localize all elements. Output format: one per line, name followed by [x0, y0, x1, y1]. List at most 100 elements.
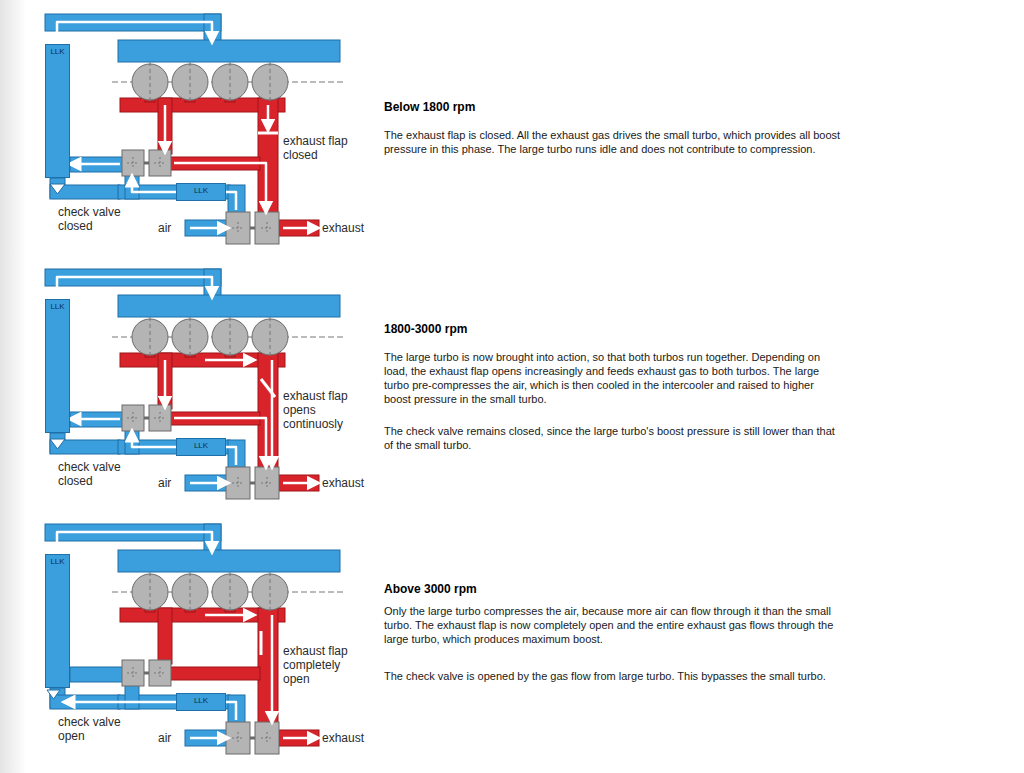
cylinder-axis	[150, 572, 151, 612]
exhaust-outlet-pipe	[279, 475, 319, 491]
intercooler-box: LLK	[176, 183, 226, 201]
intake-manifold	[118, 550, 340, 572]
flow-arrow	[271, 360, 274, 463]
flow-label: exhaust	[322, 731, 364, 745]
flow-arrow	[267, 105, 270, 126]
exhaust-pipe	[158, 608, 172, 664]
exhaust-pipe	[258, 608, 278, 725]
description-text: Only the large turbo compresses the air,…	[384, 604, 842, 646]
flow-arrow	[174, 163, 266, 208]
turbo-mark	[267, 222, 268, 234]
intercooler-box: LLK	[176, 693, 226, 711]
flow-arrow	[164, 360, 167, 403]
exhaust-outlet-pipe	[279, 730, 319, 746]
air-inlet-pipe	[185, 730, 230, 746]
section-heading: Above 3000 rpm	[384, 582, 477, 596]
turbo-mark	[267, 732, 268, 744]
flap-label: exhaust flap opens continuosly	[283, 389, 363, 431]
turbo-shaft	[144, 162, 149, 165]
flow-arrow	[271, 615, 274, 718]
cylinder-axis	[270, 317, 271, 357]
turbo-mark	[160, 412, 161, 424]
intercooler-box: LLK	[45, 299, 70, 433]
intake-manifold	[118, 40, 340, 62]
exhaust-pipe	[168, 667, 260, 680]
intercooler-label: LLK	[177, 439, 225, 451]
exhaust-pipe	[258, 98, 278, 215]
turbo-shaft	[250, 737, 255, 740]
turbo-mark	[267, 477, 268, 489]
flow-arrow	[283, 482, 314, 485]
cylinder-axis	[230, 317, 231, 357]
charge-pipe	[125, 684, 139, 709]
cylinder-axis	[190, 317, 191, 357]
flow-label: air	[158, 476, 171, 490]
flow-arrow	[190, 227, 224, 230]
flow-arrow	[57, 22, 212, 150]
exhaust-pipe	[258, 353, 278, 470]
bypass-pipe	[50, 440, 120, 454]
flow-arrow	[283, 737, 314, 740]
flow-arrow	[74, 418, 120, 421]
flap-label: exhaust flap completely open	[283, 644, 363, 686]
turbo-mark	[238, 732, 239, 744]
cylinder-axis	[230, 62, 231, 102]
intercooler-label: LLK	[177, 694, 225, 706]
description-text: The check valve remains closed, since th…	[384, 424, 842, 452]
large-turbo-compressor	[226, 212, 250, 244]
intercooler-label: LLK	[46, 555, 69, 567]
flow-arrow	[205, 614, 250, 617]
flow-arrow	[190, 737, 224, 740]
check-valve	[47, 690, 60, 699]
turbo-shaft	[250, 482, 255, 485]
large-turbo-compressor	[226, 722, 250, 754]
turbo-shaft	[144, 672, 149, 675]
flow-label: air	[158, 731, 171, 745]
small-turbo-turbine	[149, 150, 171, 176]
cylinder-axis	[190, 572, 191, 612]
cylinder-axis	[270, 62, 271, 102]
valve-label: check valve open	[58, 715, 130, 743]
flap-label: exhaust flap closed	[283, 134, 363, 162]
intercooler-box: LLK	[45, 554, 70, 688]
small-turbo-turbine	[149, 405, 171, 431]
flow-arrow	[57, 277, 212, 405]
description-text: The large turbo is now brought into acti…	[384, 350, 842, 406]
small-turbo-turbine	[149, 660, 171, 686]
description-text: The check valve is opened by the gas flo…	[384, 669, 842, 683]
turbo-shaft	[250, 227, 255, 230]
cylinder-axis	[270, 572, 271, 612]
flow-arrow	[190, 482, 224, 485]
bypass-pipe	[50, 185, 120, 199]
turbo-mark	[160, 157, 161, 169]
check-valve	[50, 439, 65, 449]
flow-arrow	[57, 532, 212, 660]
intercooler-label: LLK	[46, 45, 69, 57]
flow-arrow	[132, 180, 236, 210]
charge-pipe	[70, 157, 127, 172]
description-text: The exhaust flap is closed. All the exha…	[384, 128, 842, 156]
small-turbo-compressor	[122, 150, 144, 176]
exhaust-outlet-pipe	[279, 220, 319, 236]
small-turbo-compressor	[122, 660, 144, 686]
turbo-mark	[238, 222, 239, 234]
charge-pipe	[70, 667, 127, 682]
flow-arrow	[74, 163, 120, 166]
intercooler-box: LLK	[176, 438, 226, 456]
cylinder-axis	[230, 572, 231, 612]
turbo-mark	[238, 477, 239, 489]
page-edge-shade	[0, 0, 26, 773]
flow-label: exhaust	[322, 221, 364, 235]
turbo-mark	[133, 412, 134, 424]
exhaust-flap	[260, 631, 263, 655]
flow-label: exhaust	[322, 476, 364, 490]
section-heading: 1800-3000 rpm	[384, 322, 467, 336]
flow-arrow	[205, 359, 250, 362]
exhaust-pipe	[158, 98, 172, 154]
large-turbo-turbine	[255, 212, 279, 244]
air-inlet-pipe	[185, 475, 230, 491]
exhaust-flap	[258, 132, 278, 135]
intake-manifold	[118, 295, 340, 317]
flow-arrow	[283, 227, 314, 230]
large-turbo-turbine	[255, 722, 279, 754]
